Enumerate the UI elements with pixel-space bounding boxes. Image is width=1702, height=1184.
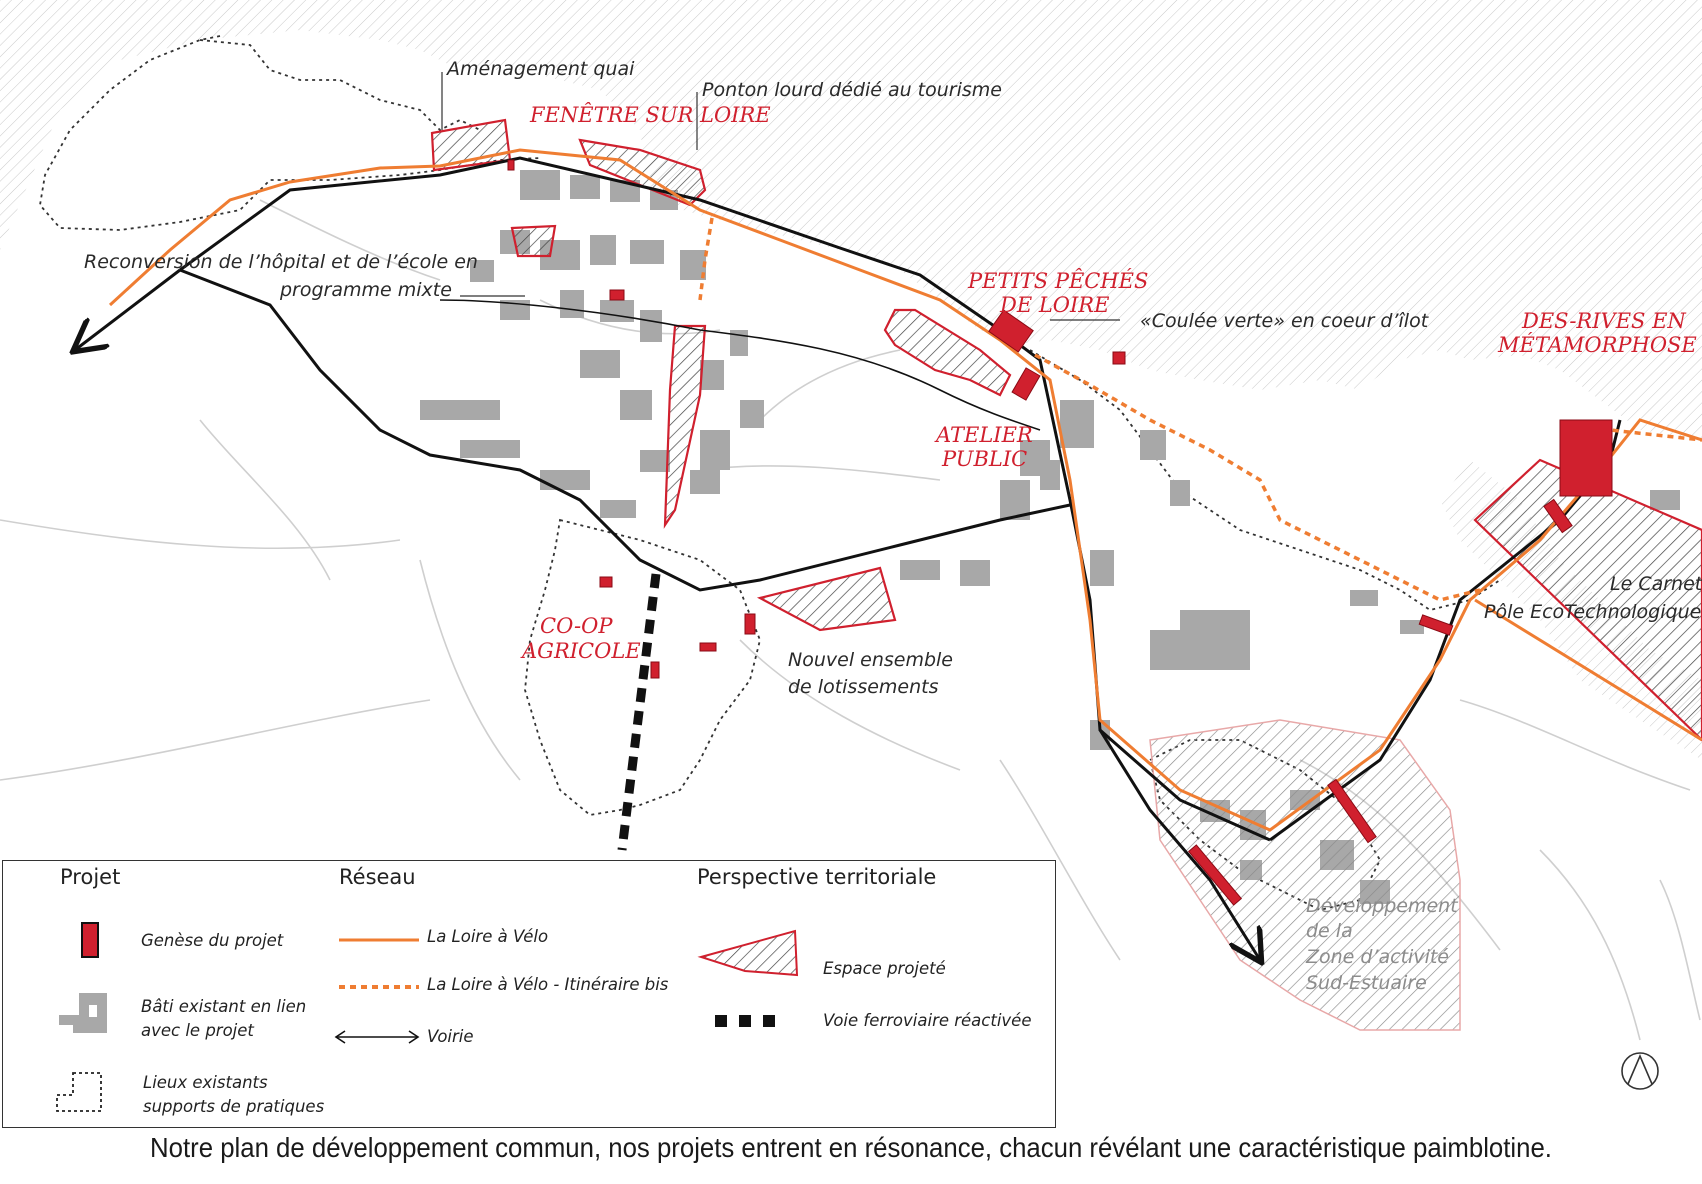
label-fenetre-sur-loire: FENÊTRE SUR LOIRE — [529, 103, 771, 127]
coop-zone — [524, 518, 761, 816]
label-ponton: Ponton lourd dédié au tourisme — [702, 79, 1002, 101]
projected-space-icon — [697, 929, 799, 977]
loire-velo-line-icon — [339, 938, 419, 942]
project-genesis-markers — [507, 159, 1613, 906]
label-carnet-1: Le Carnet — [1610, 573, 1702, 595]
legend-loire-velo-bis: La Loire à Vélo - Itinéraire bis — [427, 975, 669, 994]
legend-bati-2: avec le projet — [141, 1021, 254, 1040]
legend-title-reseau: Réseau — [339, 865, 416, 889]
dotted-place-icon — [56, 1072, 102, 1112]
label-atelier-2: PUBLIC — [941, 447, 1027, 471]
loire-a-velo — [108, 148, 1702, 832]
existing-places-town — [39, 35, 541, 231]
legend-title-projet: Projet — [60, 865, 121, 889]
label-dev-1: Développement — [1306, 895, 1459, 917]
voirie-arrow-icon — [334, 1030, 420, 1044]
label-des-rives-2: MÉTAMORPHOSE — [1497, 333, 1697, 357]
loire-velo-bis-line-icon — [339, 985, 419, 989]
zone-activite-hatch — [1149, 719, 1461, 1031]
north-arrow-icon — [1621, 1052, 1659, 1090]
label-reconversion-1: Reconversion de l’hôpital et de l’école … — [84, 251, 478, 273]
leader-lines — [441, 72, 1120, 321]
caption: Notre plan de développement commun, nos … — [150, 1132, 1552, 1163]
legend-box: Projet Réseau Perspective territoriale G… — [2, 860, 1056, 1128]
legend-voirie: Voirie — [427, 1027, 474, 1046]
label-coop-2: AGRICOLE — [520, 639, 641, 663]
label-petits-peches-2: DE LOIRE — [999, 293, 1109, 317]
building-swatch-icon — [59, 993, 107, 1033]
label-dev-3: Zone d’activité — [1305, 946, 1449, 968]
loire-river — [0, 0, 1702, 440]
reactivated-railway — [617, 573, 661, 851]
label-atelier-1: ATELIER — [934, 423, 1033, 447]
genese-swatch-icon — [81, 922, 99, 958]
label-dev-2: de la — [1306, 920, 1353, 942]
label-nouvel-ensemble-2: de lotissements — [788, 676, 939, 698]
label-coulee-verte: «Coulée verte» en coeur d’îlot — [1140, 310, 1430, 332]
legend-title-perspective: Perspective territoriale — [697, 865, 937, 889]
label-carnet-2: Pôle EcoTechnologique — [1484, 601, 1701, 623]
projected-spaces — [430, 118, 1702, 742]
label-coop-1: CO-OP — [540, 614, 613, 638]
label-reconversion-2: programme mixte — [279, 279, 452, 301]
label-dev-4: Sud-Estuaire — [1306, 972, 1427, 994]
legend-lieux-2: supports de pratiques — [143, 1097, 325, 1116]
minor-roads — [0, 199, 1701, 1041]
label-nouvel-ensemble-1: Nouvel ensemble — [788, 649, 953, 671]
label-petits-peches-1: PETITS PÊCHÉS — [967, 269, 1148, 293]
label-amenagement-quai: Aménagement quai — [445, 58, 635, 80]
legend-genese: Genèse du projet — [141, 931, 284, 950]
legend-bati-1: Bâti existant en lien — [141, 997, 307, 1016]
coulee-verte-zone — [1029, 349, 1501, 611]
legend-voie-ferro: Voie ferroviaire réactivée — [823, 1011, 1032, 1030]
label-des-rives-1: DES-RIVES EN — [1521, 309, 1686, 333]
legend-espace: Espace projeté — [823, 959, 946, 978]
railway-dash-icon — [715, 1015, 775, 1027]
existing-places-north — [199, 39, 481, 132]
legend-lieux-1: Lieux existants — [143, 1073, 268, 1092]
legend-loire-velo: La Loire à Vélo — [427, 927, 549, 946]
